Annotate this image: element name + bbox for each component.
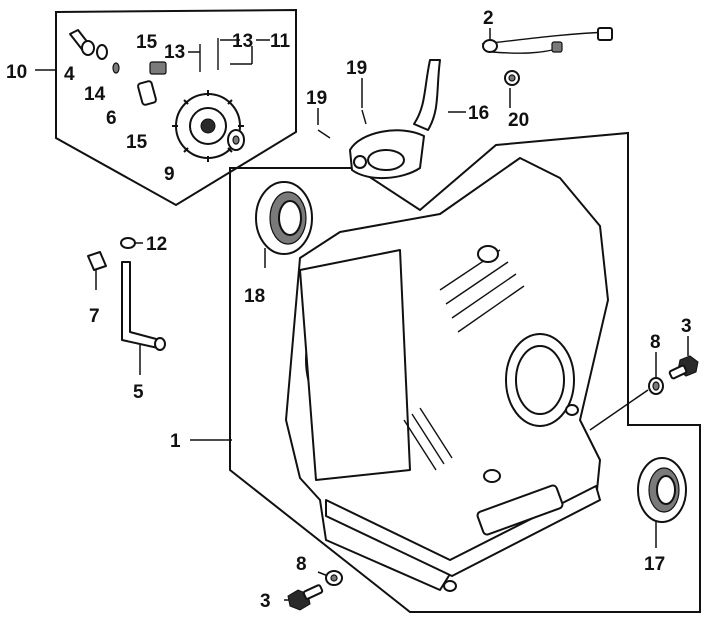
- callout-20: 20: [508, 110, 529, 131]
- oil-seal-18: [255, 181, 313, 255]
- governor-gear-assembly: [69, 29, 245, 162]
- crankcase-body: [285, 157, 609, 592]
- bolt-3-bottom: [287, 584, 324, 611]
- callout-12: 12: [146, 234, 167, 255]
- callout-7: 7: [89, 306, 100, 327]
- callout-5: 5: [133, 382, 144, 403]
- callout-labels: 1 2 3 3 4 5 6 7 8 8 9 10 11 12 13 13 14 …: [6, 8, 692, 612]
- oil-seal-17: [637, 457, 687, 523]
- callout-14: 14: [84, 84, 106, 105]
- callout-6: 6: [106, 108, 117, 129]
- bolt-3-right: [668, 355, 699, 380]
- callout-15-bottom: 15: [126, 132, 148, 153]
- callout-19-left: 19: [306, 88, 327, 109]
- callout-16: 16: [468, 103, 489, 124]
- callout-3-right: 3: [681, 316, 692, 337]
- callout-18: 18: [244, 286, 265, 307]
- callout-9: 9: [164, 164, 175, 185]
- callout-3-bottom: 3: [260, 591, 271, 612]
- callout-13-left: 13: [164, 42, 185, 63]
- callout-11: 11: [270, 31, 291, 52]
- governor-arm-5: [87, 237, 166, 351]
- breather-hose-assembly: [317, 27, 613, 180]
- callout-13-right: 13: [232, 31, 253, 52]
- callout-1: 1: [170, 431, 181, 452]
- crankcase-group-frame: [229, 131, 701, 613]
- callout-2: 2: [483, 8, 494, 29]
- washer-8-right: [648, 377, 664, 395]
- washer-8-bottom: [325, 570, 343, 586]
- callout-8-right: 8: [650, 332, 661, 353]
- callout-15-top: 15: [136, 32, 158, 53]
- callout-4: 4: [64, 64, 75, 85]
- callout-19-top: 19: [346, 58, 367, 79]
- callout-10: 10: [6, 62, 27, 83]
- callout-8-bottom: 8: [296, 554, 307, 575]
- callout-17: 17: [644, 554, 665, 575]
